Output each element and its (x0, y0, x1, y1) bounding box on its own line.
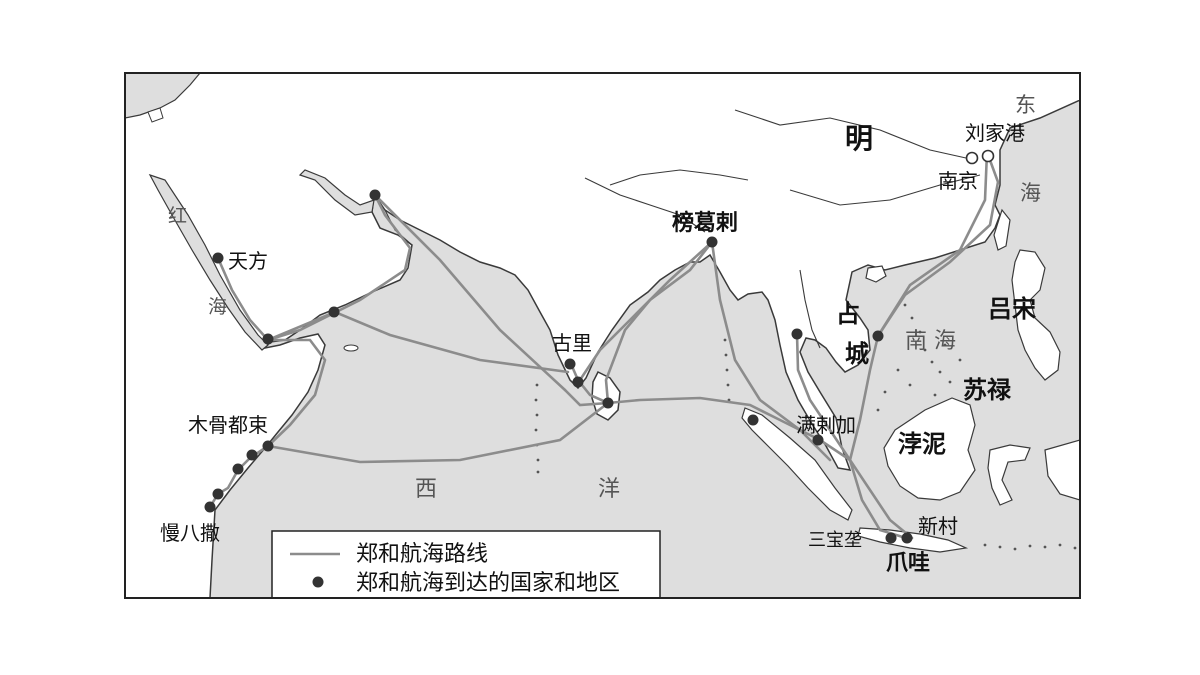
destination-dot (564, 358, 576, 370)
east-sea-label-1: 东 (1015, 93, 1036, 117)
destination-dot (246, 449, 258, 461)
mombasa-label: 慢八撒 (160, 521, 220, 545)
liujiagang-label: 刘家港 (965, 121, 1025, 145)
liujiagang-marker (981, 149, 995, 163)
destination-dot (791, 328, 803, 340)
ming-label: 明 (845, 122, 873, 155)
region-labels: 明 占 城 吕宋 苏禄 浡泥 (836, 122, 1036, 458)
west-ocean-label-1: 西 (415, 477, 437, 502)
destination-dot (872, 330, 884, 342)
legend-destination-label: 郑和航海到达的国家和地区 (356, 571, 620, 596)
champa-label-1: 占 (836, 300, 860, 328)
south-sea-dots (876, 303, 962, 412)
destination-dot (204, 501, 216, 513)
map-frame (124, 72, 1081, 599)
destination-dot (369, 189, 381, 201)
legend-route-label: 郑和航海路线 (356, 542, 488, 567)
mogadishu-label: 木骨都束 (188, 413, 268, 437)
champa-label-2: 城 (845, 340, 869, 368)
destination-dot (812, 434, 824, 446)
cyprus (147, 107, 164, 123)
luzon-label: 吕宋 (988, 295, 1036, 323)
sea-labels: 东 海 红 海 南 海 西 洋 (168, 93, 1041, 502)
legend: 郑和航海路线 郑和航海到达的国家和地区 (271, 530, 661, 599)
voyage-routes (208, 150, 1000, 540)
red-sea-label-2: 海 (208, 296, 227, 318)
sulu-label: 苏禄 (963, 376, 1012, 404)
destination-dot (212, 252, 224, 264)
xincun-label: 新村 (918, 514, 958, 538)
socotra (343, 344, 359, 352)
destination-dot (747, 414, 759, 426)
destination-dots (204, 189, 913, 544)
destination-dot (328, 306, 340, 318)
destination-dot (602, 397, 614, 409)
philippines (1011, 249, 1061, 381)
sri-lanka (591, 370, 621, 421)
taiwan (993, 208, 1011, 251)
destination-dot (262, 333, 274, 345)
south-sea-label: 南 海 (905, 329, 956, 354)
destination-dot (706, 236, 718, 248)
destination-dot (262, 440, 274, 452)
mecca-label: 天方 (228, 249, 268, 273)
place-labels: 刘家港 南京 榜葛剌 古里 天方 木骨都束 慢八撒 满剌加 三宝垄 爪哇 新村 (160, 121, 1025, 576)
west-ocean-label-2: 洋 (598, 477, 620, 502)
eastern-island-dots (983, 543, 1077, 551)
malacca-label: 满剌加 (796, 413, 856, 437)
legend-destination-swatch (312, 576, 324, 588)
rivers (384, 109, 981, 349)
java-label: 爪哇 (886, 551, 930, 576)
bengal-label: 榜葛剌 (672, 210, 738, 236)
mediterranean-coast (125, 73, 201, 119)
nanjing-marker (965, 151, 979, 165)
hainan (865, 265, 887, 283)
sulawesi (987, 444, 1031, 506)
nanjing-label: 南京 (938, 169, 978, 193)
destination-dot (232, 463, 244, 475)
calicut-label: 古里 (552, 331, 592, 355)
sumatra (741, 407, 853, 521)
legend-box (271, 530, 661, 599)
destination-dot (885, 532, 897, 544)
new-guinea (1044, 439, 1080, 501)
destination-dot (901, 532, 913, 544)
destination-dot (572, 376, 584, 388)
east-sea-label-2: 海 (1020, 181, 1041, 205)
ming-port-markers (965, 149, 995, 165)
red-sea (148, 173, 269, 351)
destination-dot (212, 488, 224, 500)
red-sea-label-1: 红 (168, 205, 187, 227)
semarang-label: 三宝垄 (808, 530, 862, 551)
borneo-label: 浡泥 (898, 430, 946, 458)
borneo (883, 397, 976, 501)
